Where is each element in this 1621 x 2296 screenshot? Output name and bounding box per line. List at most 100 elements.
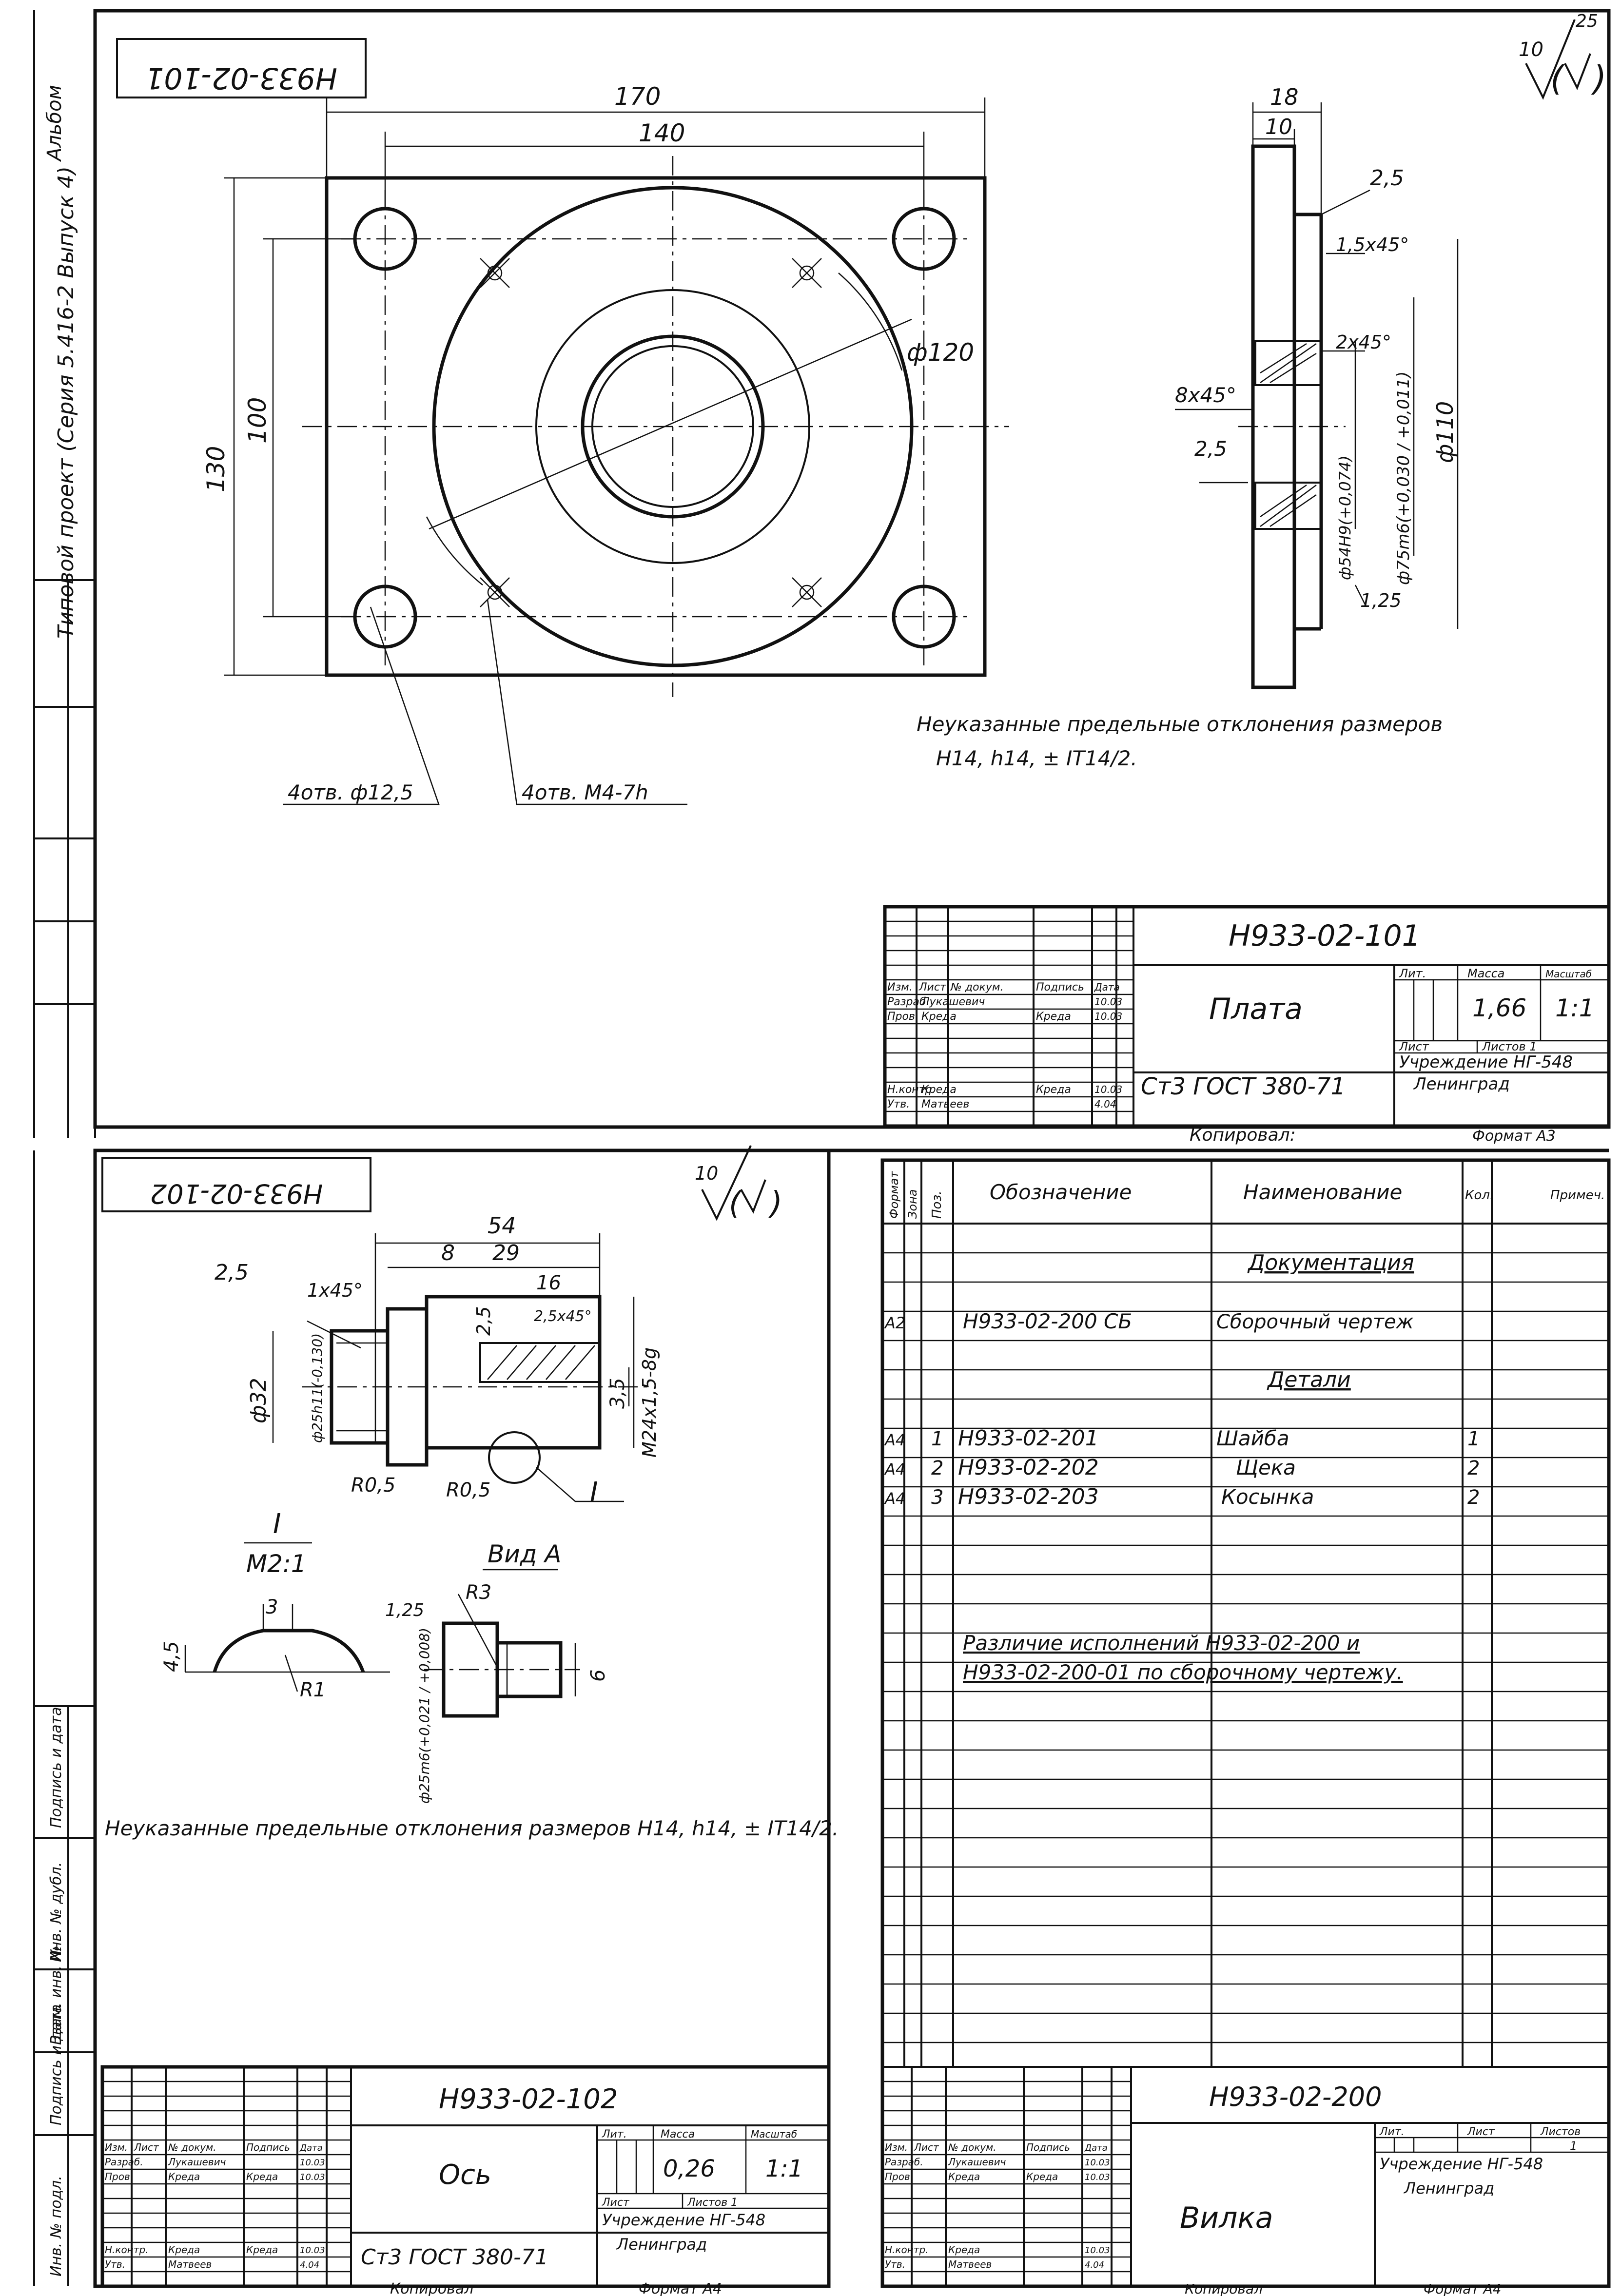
sheet1-roughness-symbol: 10 ( ) [1519, 19, 1606, 100]
sheet2-note: Неуказанные предельные отклонения размер… [105, 1816, 839, 1840]
svg-text:Подпись: Подпись [246, 2141, 290, 2153]
sheet1-tb-lit-label: Лит. [1399, 967, 1426, 980]
svg-text:Пров.: Пров. [105, 2171, 133, 2182]
spec-section-parts: Детали [1267, 1367, 1351, 1392]
svg-text:2: 2 [1467, 1457, 1480, 1479]
spec-header-pos: Поз. [930, 1190, 944, 1219]
dim-100: 100 [243, 397, 272, 444]
svg-text:Креда: Креда [921, 1011, 957, 1023]
dim-35: 3,5 [606, 1378, 629, 1409]
dim-d120: ф120 [907, 338, 974, 367]
spec-header-zone: Зона [906, 1189, 919, 1219]
sheet3-title-block [882, 2067, 1609, 2286]
sheet3-tb-name: Вилка [1180, 2201, 1273, 2235]
svg-text:10.03: 10.03 [300, 2158, 325, 2168]
spec-row-1: А4 1 Н933-02-201 Шайба 1 [884, 1426, 1480, 1451]
sheet1-title-block [883, 905, 1611, 1128]
dim-54: 54 [488, 1212, 516, 1239]
spec-row-3: А4 3 Н933-02-203 Косынка 2 [884, 1484, 1480, 1509]
sheet2-tb-scale-label: Масштаб [751, 2128, 797, 2140]
sheet1-tb-scale: 1:1 [1555, 994, 1594, 1022]
svg-text:10.03: 10.03 [1094, 996, 1122, 1008]
svg-text:Утв.: Утв. [885, 2258, 905, 2270]
thread-m24: М24х1,5-8g [639, 1347, 660, 1458]
sheet2-copied: Копировал [390, 2280, 473, 2296]
dim-130: 130 [202, 446, 230, 492]
chamfer-25: 2,5х45° [534, 1308, 592, 1325]
dim-18: 18 [1270, 84, 1299, 110]
sheet1-tb-mass-label: Масса [1467, 967, 1505, 980]
svg-text:Дата: Дата [1094, 981, 1120, 993]
svg-text:Н933-02-201: Н933-02-201 [958, 1426, 1099, 1451]
svg-text:2: 2 [931, 1457, 943, 1479]
view-r125: 1,25 [385, 1600, 424, 1620]
rough-25b-s2: 2,5 [473, 1306, 494, 1336]
sheet2-frame [93, 1148, 831, 2288]
svg-text:Утв.: Утв. [105, 2258, 125, 2270]
project-label: Типовой проект (Серия 5.416-2 Выпуск 4) [54, 166, 78, 639]
detail-r1: R1 [300, 1679, 326, 1701]
svg-text:Матвеев: Матвеев [948, 2258, 992, 2270]
svg-text:Креда: Креда [168, 2244, 200, 2256]
svg-text:Креда: Креда [1026, 2171, 1058, 2182]
svg-text:(: ( [1550, 58, 1565, 98]
sheet1-tb-material: Ст3 ГОСТ 380-71 [1141, 1073, 1346, 1100]
svg-text:А4: А4 [884, 1460, 905, 1479]
sheet3-tb-code: Н933-02-200 [1209, 2082, 1382, 2112]
svg-text:Пров.: Пров. [887, 1011, 918, 1023]
svg-text:Креда: Креда [948, 2171, 980, 2182]
sheet3-tb-sheet-label: Лист [1467, 2126, 1495, 2138]
leader-holes1 [283, 606, 440, 805]
dim-d25h: ф25h11(-0,130) [309, 1333, 325, 1443]
svg-text:Матвеев: Матвеев [921, 1098, 969, 1110]
svg-text:10: 10 [1519, 39, 1543, 61]
spec-section-docs: Документация [1247, 1250, 1414, 1275]
sheet1-dimensions [224, 97, 986, 676]
leader-holes2 [487, 599, 687, 805]
sheet1-tb-mass: 1,66 [1472, 994, 1526, 1022]
sheet2-tb-code: Н933-02-102 [439, 2083, 618, 2115]
svg-text:Косынка: Косынка [1221, 1485, 1314, 1509]
sheet2-tb-scale: 1:1 [765, 2155, 803, 2182]
svg-text:10.03: 10.03 [300, 2245, 325, 2256]
svg-text:А4: А4 [884, 1431, 905, 1449]
margin-label-1: Подпись и дата [48, 2004, 65, 2126]
sheet1-tb-sheets-label: Листов 1 [1482, 1040, 1537, 1053]
svg-text:4.04: 4.04 [1094, 1098, 1116, 1110]
spec-header-note: Примеч. [1550, 1188, 1605, 1203]
svg-text:3: 3 [931, 1486, 943, 1509]
svg-text:2: 2 [1467, 1486, 1480, 1509]
side-view-dims [1175, 102, 1459, 629]
spec-header-format: Формат [887, 1171, 901, 1219]
sheet2-title-block [100, 2065, 831, 2288]
plate-side-view [1238, 144, 1346, 689]
sheet2-tb-rows: Изм. Лист № докум. Подпись Дата Разраб. … [105, 2141, 325, 2270]
spec-header-name: Наименование [1243, 1180, 1402, 1204]
sheet2-tb-mass: 0,26 [663, 2155, 715, 2182]
svg-text:Разраб.: Разраб. [885, 2156, 923, 2168]
sheet3-tb-sheets: 1 [1570, 2139, 1577, 2153]
sheet1-tb-scale-label: Масштаб [1545, 968, 1592, 980]
sheet1-tb-sheet-label: Лист [1399, 1040, 1429, 1053]
sheet1-rotated-code: Н933-02-101 [145, 61, 337, 95]
svg-text:Н933-02-200 СБ: Н933-02-200 СБ [963, 1309, 1132, 1333]
rough-25-s2: 2,5 [215, 1260, 249, 1285]
plate-front-view [302, 156, 1009, 697]
page-number: 25 [1576, 11, 1598, 31]
spec-table-grid [880, 1158, 1611, 2288]
svg-text:Дата: Дата [1084, 2143, 1108, 2153]
svg-text:Н.контр.: Н.контр. [885, 2244, 929, 2256]
svg-text:10.03: 10.03 [1085, 2245, 1110, 2256]
sheet2-tb-sheet-label: Лист [602, 2197, 630, 2209]
dim-d54: ф54Н9(+0,074) [1336, 455, 1354, 580]
detail-d45: 4,5 [160, 1641, 183, 1672]
view-a-title: Вид А [488, 1540, 561, 1568]
svg-text:Изм.: Изм. [885, 2141, 908, 2153]
spec-header-qty: Кол. [1465, 1188, 1494, 1203]
rough-125: 1,25 [1360, 590, 1402, 611]
radius-05a: R0,5 [351, 1474, 395, 1497]
svg-text:Креда: Креда [168, 2171, 200, 2182]
sheet1-tb-name: Плата [1209, 992, 1303, 1026]
svg-text:Матвеев: Матвеев [168, 2258, 212, 2270]
margin-label-3: Инв. № дубл. [48, 1862, 65, 1962]
